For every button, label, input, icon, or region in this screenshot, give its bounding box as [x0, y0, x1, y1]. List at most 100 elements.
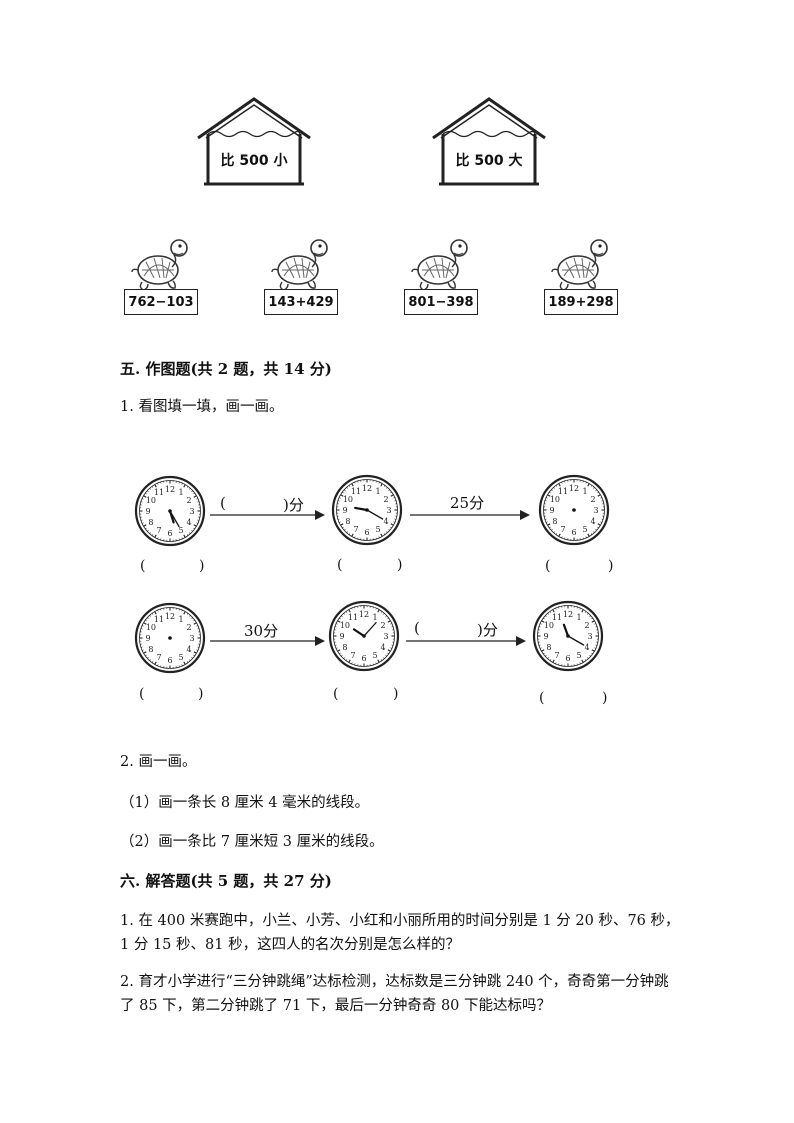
answer-paren-close: ): [602, 690, 608, 706]
expression-box-3: 801−398: [404, 289, 478, 315]
svg-text:3: 3: [189, 634, 194, 643]
svg-text:5: 5: [375, 525, 380, 534]
expression-box-2: 143+429: [264, 289, 338, 315]
svg-text:12: 12: [165, 485, 175, 494]
arrow-label-close: )分: [477, 621, 498, 639]
svg-text:12: 12: [563, 610, 573, 619]
svg-text:8: 8: [342, 643, 347, 652]
svg-text:4: 4: [187, 645, 192, 654]
house-label-greater: 比 500 大: [455, 153, 523, 169]
turtle-icon: [551, 239, 608, 291]
expression-box-1: 762−103: [124, 289, 198, 315]
svg-text:9: 9: [145, 634, 150, 643]
answer-paren-close: ): [397, 557, 403, 573]
arrow: [210, 510, 325, 520]
svg-text:1: 1: [372, 613, 377, 622]
svg-text:10: 10: [146, 623, 156, 632]
svg-text:4: 4: [384, 517, 389, 526]
arrow-label-30: 30分: [244, 622, 279, 640]
question-6-2: 2. 育才小学进行“三分钟跳绳”达标检测，达标数是三分钟跳 240 个，奇奇第一…: [120, 974, 669, 1014]
arrow: [410, 510, 530, 520]
svg-text:9: 9: [543, 632, 548, 641]
svg-text:10: 10: [340, 621, 350, 630]
svg-text:11: 11: [154, 615, 164, 624]
house-greater-than-500: [432, 97, 546, 186]
svg-text:11: 11: [351, 487, 361, 496]
house-less-than-500: [197, 97, 311, 186]
svg-text:9: 9: [549, 506, 554, 515]
svg-text:7: 7: [554, 651, 559, 660]
svg-text:1: 1: [178, 488, 183, 497]
section-five-heading: 五. 作图题(共 2 题，共 14 分): [120, 360, 332, 378]
svg-text:6: 6: [167, 656, 172, 665]
svg-text:1: 1: [576, 613, 581, 622]
svg-text:9: 9: [342, 506, 347, 515]
svg-text:5: 5: [372, 651, 377, 660]
svg-text:10: 10: [544, 621, 554, 630]
svg-text:1: 1: [582, 487, 587, 496]
svg-text:12: 12: [165, 612, 175, 621]
svg-text:7: 7: [350, 651, 355, 660]
expression-box-4: 189+298: [544, 289, 618, 315]
arrow-label-close: )分: [283, 496, 304, 514]
svg-text:8: 8: [148, 518, 153, 527]
svg-text:5: 5: [178, 526, 183, 535]
svg-text:8: 8: [552, 517, 557, 526]
svg-text:7: 7: [560, 525, 565, 534]
svg-text:4: 4: [585, 643, 590, 652]
svg-text:7: 7: [156, 526, 161, 535]
turtle-icon: [271, 239, 328, 291]
svg-text:2: 2: [591, 495, 596, 504]
svg-text:2: 2: [384, 495, 389, 504]
answer-paren-open: (: [545, 558, 551, 574]
svg-text:6: 6: [571, 528, 576, 537]
svg-text:4: 4: [381, 643, 386, 652]
svg-text:7: 7: [353, 525, 358, 534]
svg-text:8: 8: [148, 645, 153, 654]
svg-text:9: 9: [339, 632, 344, 641]
answer-paren-close: ): [608, 558, 614, 574]
svg-text:8: 8: [546, 643, 551, 652]
svg-text:11: 11: [558, 487, 568, 496]
svg-text:1: 1: [375, 487, 380, 496]
arrow-label-open: (: [220, 494, 226, 512]
answer-paren-open: (: [139, 686, 145, 702]
arrow: [210, 636, 325, 646]
svg-text:3: 3: [593, 506, 598, 515]
answer-paren-open: (: [539, 690, 545, 706]
svg-text:10: 10: [146, 496, 156, 505]
house-label-less: 比 500 小: [220, 153, 288, 169]
svg-text:3: 3: [383, 632, 388, 641]
arrow-label-25: 25分: [450, 494, 485, 512]
answer-paren-close: ): [393, 686, 399, 702]
svg-text:2: 2: [381, 621, 386, 630]
svg-text:2: 2: [585, 621, 590, 630]
svg-text:6: 6: [364, 528, 369, 537]
svg-text:5: 5: [576, 651, 581, 660]
svg-text:11: 11: [348, 613, 358, 622]
svg-text:8: 8: [345, 517, 350, 526]
svg-text:6: 6: [167, 529, 172, 538]
svg-text:12: 12: [569, 484, 579, 493]
turtle-icon: [131, 239, 188, 291]
svg-text:5: 5: [178, 653, 183, 662]
svg-text:12: 12: [362, 484, 372, 493]
answer-paren-close: ): [199, 558, 205, 574]
svg-text:2: 2: [187, 496, 192, 505]
svg-text:10: 10: [343, 495, 353, 504]
turtle-icon: [411, 239, 468, 291]
svg-text:6: 6: [361, 654, 366, 663]
answer-paren-open: (: [333, 686, 339, 702]
question-5-1: 1. 看图填一填，画一画。: [120, 399, 284, 415]
svg-text:3: 3: [189, 507, 194, 516]
svg-text:4: 4: [591, 517, 596, 526]
svg-text:2: 2: [187, 623, 192, 632]
section-six-heading: 六. 解答题(共 5 题，共 27 分): [120, 872, 332, 890]
question-5-2-1: （1）画一条长 8 厘米 4 毫米的线段。: [120, 795, 370, 811]
answer-paren-open: (: [140, 558, 146, 574]
